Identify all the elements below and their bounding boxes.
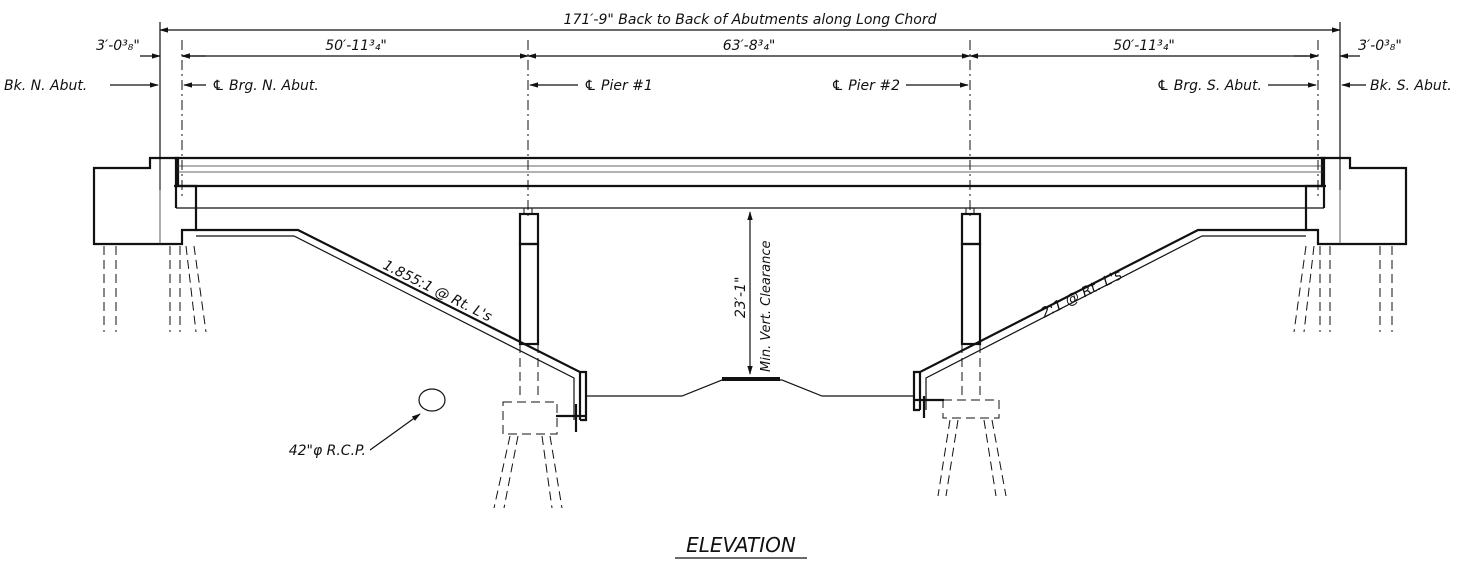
vertical-clearance: 23′-1" Min. Vert. Clearance [733,211,774,375]
pier-2 [937,207,1007,497]
cl-pier-1-label: ℄ Pier #1 [584,78,653,94]
left-end-dimension: 3′-0³₈" [96,38,140,54]
overall-dimension: 171′-9" Back to Back of Abutments along … [159,12,1341,190]
span-3-dimension: 50′-11³₄" [1113,38,1175,54]
ground-profile [196,228,1306,432]
clearance-value: 23′-1" [733,277,749,318]
south-abutment [1293,156,1408,333]
drawing-title: ELEVATION [686,533,796,557]
clearance-label: Min. Vert. Clearance [759,240,774,372]
cl-pier-2-label: ℄ Pier #2 [831,78,900,94]
cl-brg-n-abut-label: ℄ Brg. N. Abut. [212,78,319,94]
span-dimensions: 3′-0³₈" 50′-11³₄" 63′-8³₄" 50′-11³₄" 3′-… [96,38,1402,59]
span-1-dimension: 50′-11³₄" [325,38,387,54]
bk-n-abut-label: Bk. N. Abut. [4,78,87,94]
reference-lines: Bk. N. Abut. ℄ Brg. N. Abut. ℄ Pier #1 ℄… [4,40,1452,216]
bridge-deck [174,156,1326,209]
right-slope-label: 2:1 @ Rt. L's [1039,267,1125,321]
left-slope-label: 1.855:1 @ Rt. L's [380,257,494,325]
cl-brg-s-abut-label: ℄ Brg. S. Abut. [1157,78,1262,94]
north-abutment [92,156,207,333]
overall-dimension-text: 171′-9" Back to Back of Abutments along … [564,12,937,28]
culvert-label: 42"φ R.C.P. [289,443,366,459]
bk-s-abut-label: Bk. S. Abut. [1370,78,1452,94]
right-end-dimension: 3′-0³₈" [1358,38,1402,54]
pier-1 [493,207,563,509]
span-2-dimension: 63′-8³₄" [723,38,776,54]
culvert: 42"φ R.C.P. [289,388,446,459]
